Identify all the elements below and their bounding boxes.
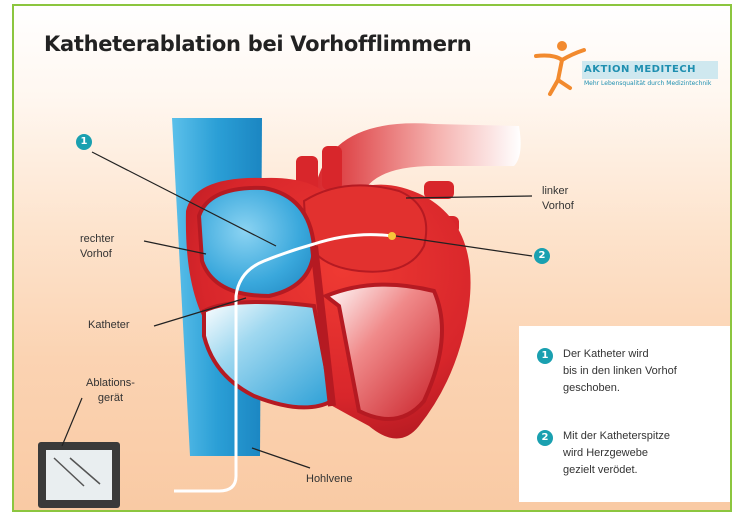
vessel-2 — [322, 146, 342, 190]
badge-step-1: 1 — [76, 134, 92, 150]
label-vena-cava: Hohlvene — [306, 472, 352, 487]
legend-text-2: Mit der Katheterspitze wird Herzgewebe g… — [563, 428, 723, 479]
badge-step-2: 2 — [534, 248, 550, 264]
right-atrium — [199, 188, 314, 296]
label-ablation-device: Ablations- gerät — [86, 376, 135, 406]
label-left-atrium: linker Vorhof — [542, 184, 574, 214]
label-catheter: Katheter — [88, 318, 130, 333]
catheter-tip — [388, 232, 396, 240]
legend-text-1: Der Katheter wird bis in den linken Vorh… — [563, 346, 723, 397]
vessel-3 — [424, 181, 454, 199]
legend-badge-1: 1 — [537, 348, 553, 364]
legend-badge-2: 2 — [537, 430, 553, 446]
label-right-atrium: rechter Vorhof — [80, 232, 114, 262]
device-screen — [46, 450, 112, 500]
figure-frame: Katheterablation bei Vorhofflimmern AKTI… — [12, 4, 732, 512]
legend-box: 1 Der Katheter wird bis in den linken Vo… — [519, 326, 732, 502]
